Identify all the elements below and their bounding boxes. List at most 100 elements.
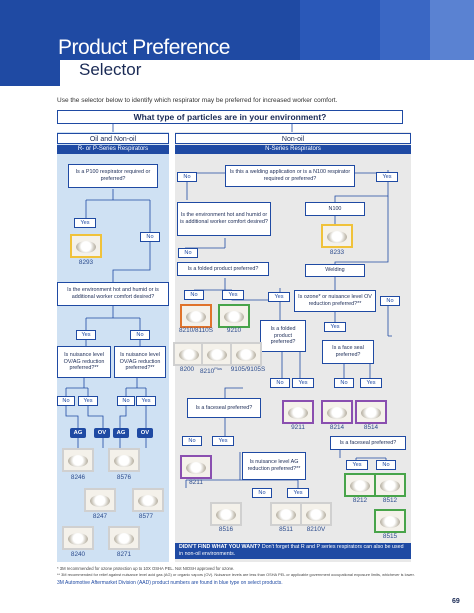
right-no-faceseal2[interactable]: No: [182, 436, 202, 446]
question-folded-1: Is a folded product preferred?: [177, 262, 269, 276]
right-yes-1[interactable]: Yes: [376, 172, 398, 182]
question-nuisance-left-text: Is nuisance level OV/AG reduction prefer…: [63, 352, 105, 372]
product-9210-label: 9210: [226, 327, 242, 334]
question-welding-text: Is this a welding application or is a N1…: [229, 169, 351, 182]
question-faceseal-3-text: Is a faceseal preferred?: [339, 439, 397, 446]
product-8576-label: 8576: [116, 474, 132, 481]
callout-bold: DIDN'T FIND WHAT YOU WANT?: [179, 544, 261, 550]
product-8514-image: [355, 400, 387, 424]
question-env-right-text: Is the environment hot and humid or is a…: [180, 212, 268, 225]
ag-badge-2: AG: [113, 428, 129, 438]
footnote-ozone: * 3M recommended for ozone protection up…: [57, 566, 235, 571]
right-yes-faceseal2[interactable]: Yes: [212, 436, 234, 446]
right-no-1[interactable]: No: [177, 172, 197, 182]
product-8210plus-sup: Plus: [214, 366, 222, 371]
n100-box: N100: [305, 202, 365, 216]
callout-text: Don't forget that R and P series respira…: [179, 544, 404, 557]
ov-badge-2: OV: [137, 428, 153, 438]
footnote-nuisance: ** 3M recommended for relief against nui…: [57, 572, 415, 577]
left-no-2[interactable]: No: [130, 330, 150, 340]
right-no-folded2[interactable]: No: [270, 378, 290, 388]
intro-text: Use the selector below to identify which…: [57, 97, 338, 104]
footnote-aad: 3M Automotive Aftermarket Division (AAD)…: [57, 580, 283, 586]
right-no-2[interactable]: No: [178, 248, 198, 258]
product-8211-image: [180, 455, 212, 479]
page-title: Product Preference: [58, 36, 230, 59]
product-8210-8110s-label: 8210/8110S: [179, 327, 213, 334]
question-ozone-text: Is ozone* or nuisance level OV reduction…: [298, 294, 372, 307]
right-yes-welding[interactable]: Yes: [268, 292, 290, 302]
product-8271-label: 8271: [116, 551, 132, 558]
right-no-ag[interactable]: No: [252, 488, 272, 498]
product-8246-label: 8246: [70, 474, 86, 481]
left-no-4[interactable]: No: [117, 396, 135, 406]
left-yes-1[interactable]: Yes: [74, 218, 96, 228]
product-8515-label: 8515: [382, 533, 398, 540]
right-yes-ozone[interactable]: Yes: [324, 322, 346, 332]
product-8212-image: [344, 473, 376, 497]
ov-badge-1: OV: [94, 428, 110, 438]
right-no-ozone[interactable]: No: [380, 296, 400, 306]
product-8512-image: [374, 473, 406, 497]
right-no-faceseal3[interactable]: No: [376, 460, 396, 470]
welding-label: Welding: [325, 267, 345, 274]
product-8511-image: [270, 502, 302, 526]
question-faceseal-2-text: Is a faceseal preferred?: [195, 404, 253, 411]
product-8233-image: [321, 224, 353, 248]
right-yes-faceseal[interactable]: Yes: [360, 378, 382, 388]
right-yes-3[interactable]: Yes: [222, 290, 244, 300]
right-column-title-text: Non-oil: [281, 136, 305, 143]
right-no-3[interactable]: No: [184, 290, 204, 300]
ag-badge-1: AG: [70, 428, 86, 438]
left-yes-3[interactable]: Yes: [78, 396, 98, 406]
product-8210-8110s-image: [180, 304, 212, 328]
page-number: 69: [452, 598, 460, 605]
product-8246-image: [62, 448, 94, 472]
product-8214-image: [321, 400, 353, 424]
question-nuisance-right-text: Is nuisance level OV/AG reduction prefer…: [119, 352, 161, 372]
left-yes-4[interactable]: Yes: [136, 396, 156, 406]
page-subtitle: Selector: [79, 60, 142, 79]
question-nuisance-right: Is nuisance level OV/AG reduction prefer…: [114, 346, 166, 378]
product-9211-image: [282, 400, 314, 424]
product-8511-label: 8511: [279, 526, 293, 533]
product-8514-label: 8514: [363, 424, 379, 431]
question-ag-text: Is nuisance level AG reduction preferred…: [247, 459, 301, 472]
question-faceseal-3: Is a faceseal preferred?: [330, 436, 406, 450]
question-face-seal: Is a face seal preferred?: [322, 340, 374, 364]
product-8293-image: [70, 234, 102, 258]
product-8271-image: [108, 526, 140, 550]
product-9211-label: 9211: [291, 424, 305, 431]
left-no-3[interactable]: No: [57, 396, 75, 406]
product-8211-label: 8211: [189, 479, 203, 486]
right-yes-folded2[interactable]: Yes: [292, 378, 314, 388]
right-yes-faceseal3[interactable]: Yes: [346, 460, 368, 470]
right-no-faceseal[interactable]: No: [334, 378, 354, 388]
product-8210v-image: [300, 502, 332, 526]
left-yes-2[interactable]: Yes: [76, 330, 96, 340]
question-folded-2: Is a folded product preferred?: [260, 320, 306, 352]
question-ozone: Is ozone* or nuisance level OV reduction…: [294, 290, 376, 312]
question-face-seal-text: Is a face seal preferred?: [332, 345, 364, 358]
main-question: What type of particles are in your envir…: [133, 111, 327, 122]
didnt-find-callout: DIDN'T FIND WHAT YOU WANT? Don't forget …: [175, 543, 411, 559]
question-faceseal-2: Is a faceseal preferred?: [187, 398, 261, 418]
header-banner: [0, 0, 474, 86]
right-yes-ag[interactable]: Yes: [287, 488, 309, 498]
right-column-title: Non-oil: [175, 133, 411, 144]
product-8240-label: 8240: [70, 551, 86, 558]
product-8210v-label: 8210V: [306, 526, 326, 533]
question-ag: Is nuisance level AG reduction preferred…: [242, 452, 306, 480]
product-8516-label: 8516: [218, 526, 234, 533]
main-question-box: What type of particles are in your envir…: [57, 110, 403, 124]
left-no-1[interactable]: No: [140, 232, 160, 242]
product-8200-label: 8200: [179, 366, 195, 373]
product-8210plus-label: 8210Plus: [196, 366, 226, 375]
product-8516-image: [210, 502, 242, 526]
question-p100: Is a P100 respirator required or preferr…: [68, 164, 158, 188]
left-column-title: Oil and Non-oil: [57, 133, 169, 144]
product-8214-label: 8214: [329, 424, 345, 431]
question-folded-2-text: Is a folded product preferred?: [270, 326, 296, 346]
question-p100-text: Is a P100 respirator required or preferr…: [75, 169, 151, 182]
